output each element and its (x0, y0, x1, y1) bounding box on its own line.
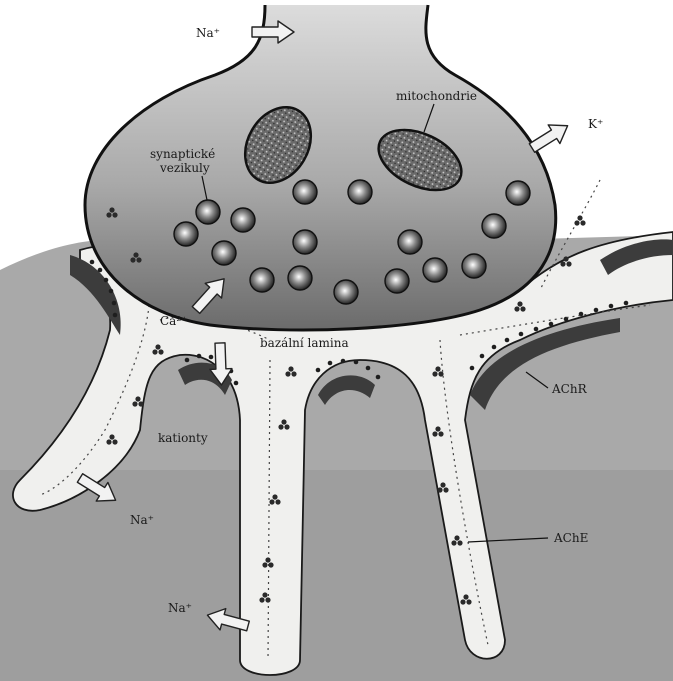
achr-label: AChR (551, 382, 588, 396)
vesicles-label-line1: synaptické (150, 147, 215, 161)
ca-label: Ca²⁺ (160, 314, 187, 328)
cations-label: kationty (158, 431, 208, 445)
na-top-label: Na⁺ (196, 26, 220, 40)
mitochondria-label: mitochondrie (396, 89, 477, 103)
k-label: K⁺ (588, 117, 603, 131)
muscle-shading-lower (0, 470, 673, 681)
na-bottom-label: Na⁺ (168, 601, 192, 615)
vesicles-label-line2: vezikuly (159, 161, 210, 175)
na-left-label: Na⁺ (130, 513, 154, 527)
basal-lamina-label: bazální lamina (260, 336, 349, 350)
ache-label: AChE (553, 531, 588, 545)
k-out-arrow-icon (526, 116, 573, 157)
presynaptic-terminal (85, 5, 556, 330)
